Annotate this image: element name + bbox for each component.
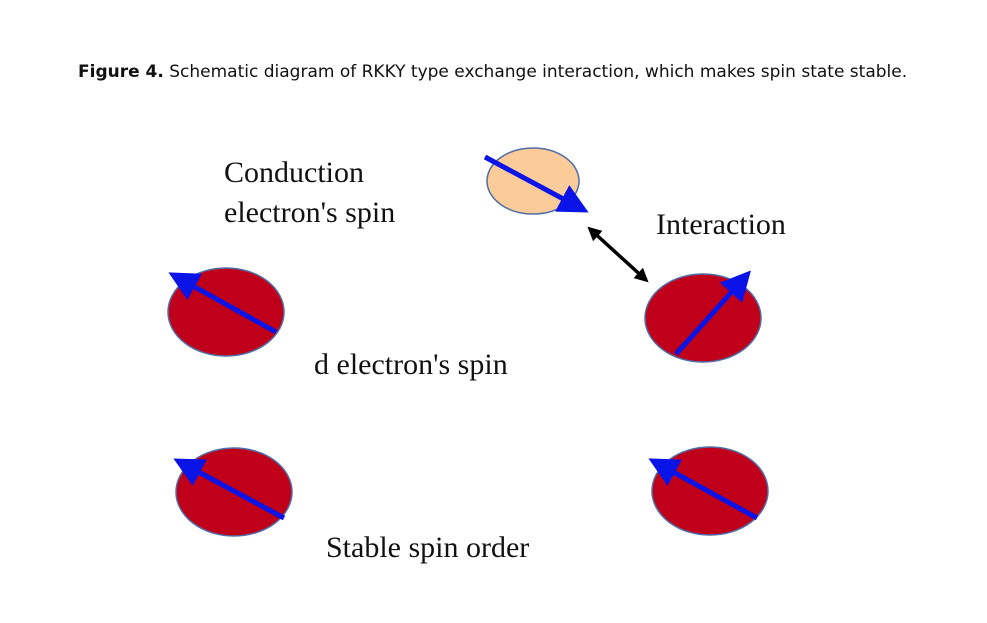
d-electron-circle	[644, 273, 762, 363]
d-spin-arrow	[173, 458, 286, 521]
d-spin-arrow	[168, 272, 278, 335]
d-electron-top-left	[167, 267, 285, 357]
interaction-arrow	[587, 226, 649, 283]
conduction-electron	[483, 147, 589, 215]
conduction-spin-arrow	[483, 154, 589, 213]
stable-order-label: Stable spin order	[326, 531, 529, 564]
d-electron-label: d electron's spin	[314, 348, 508, 381]
figure-caption-text: Schematic diagram of RKKY type exchange …	[163, 62, 908, 82]
conduction-label-line1: Conduction	[224, 156, 364, 189]
d-electron-bottom-left	[173, 447, 293, 537]
interaction-label: Interaction	[656, 208, 786, 241]
d-electron-bottom-right	[648, 446, 769, 536]
figure-caption: Figure 4. Schematic diagram of RKKY type…	[78, 62, 978, 82]
figure-label: Figure 4.	[78, 62, 164, 82]
conduction-label-line2: electron's spin	[224, 196, 395, 229]
d-spin-arrow	[674, 270, 752, 356]
d-electron-top-right	[644, 270, 762, 363]
d-spin-arrow	[648, 458, 759, 521]
